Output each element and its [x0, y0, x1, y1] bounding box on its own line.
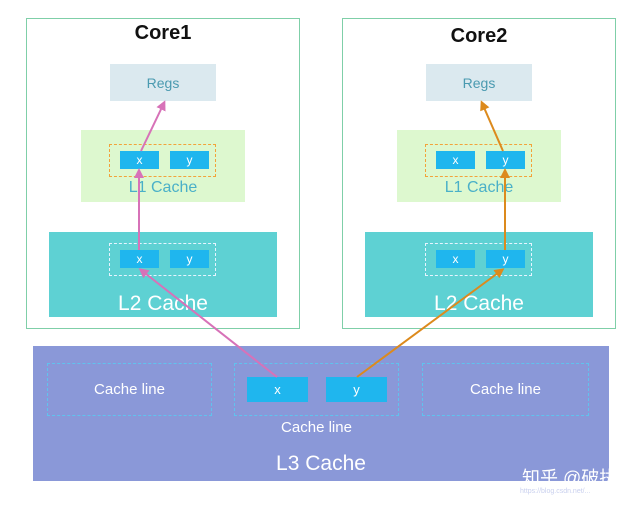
core1-l1-x-cell: x: [120, 151, 159, 169]
core2-l1-cache-line: [425, 144, 532, 177]
core2-l1-x-cell: x: [436, 151, 475, 169]
l3-x-cell: x: [247, 377, 308, 402]
watermark-text: 知乎 @破执: [522, 468, 618, 488]
core1-l1-y-cell: y: [170, 151, 209, 169]
core2-title: Core2: [450, 25, 508, 47]
l3-center-cache-line-label: Cache line: [281, 419, 352, 436]
core2-l1-y-cell: y: [486, 151, 525, 169]
core2-l2-label: L2 Cache: [434, 292, 524, 315]
l3-center-cache-line: [234, 363, 399, 416]
l3-cache: [33, 346, 609, 481]
core2-l2-y-cell: y: [486, 250, 525, 268]
core1-l2-x-cell: x: [120, 250, 159, 268]
l3-left-cache-line: [47, 363, 212, 416]
core1-l1-label: L1 Cache: [128, 179, 198, 196]
l3-left-cache-line-label: Cache line: [94, 381, 165, 398]
core2-l1-cache: [397, 130, 561, 202]
core2-l2-x-cell: x: [436, 250, 475, 268]
core2-regs: Regs: [426, 64, 532, 101]
l3-right-cache-line-label: Cache line: [470, 381, 541, 398]
l3-y-cell: y: [326, 377, 387, 402]
core1-regs: Regs: [110, 64, 216, 101]
core1-title: Core1: [134, 22, 192, 44]
watermark-url: https://blog.csdn.net/...: [520, 488, 591, 495]
l3-label: L3 Cache: [276, 452, 366, 475]
core1-l2-y-cell: y: [170, 250, 209, 268]
core1-l2-label: L2 Cache: [118, 292, 208, 315]
core2-l1-label: L1 Cache: [444, 179, 514, 196]
l3-right-cache-line: [422, 363, 589, 416]
